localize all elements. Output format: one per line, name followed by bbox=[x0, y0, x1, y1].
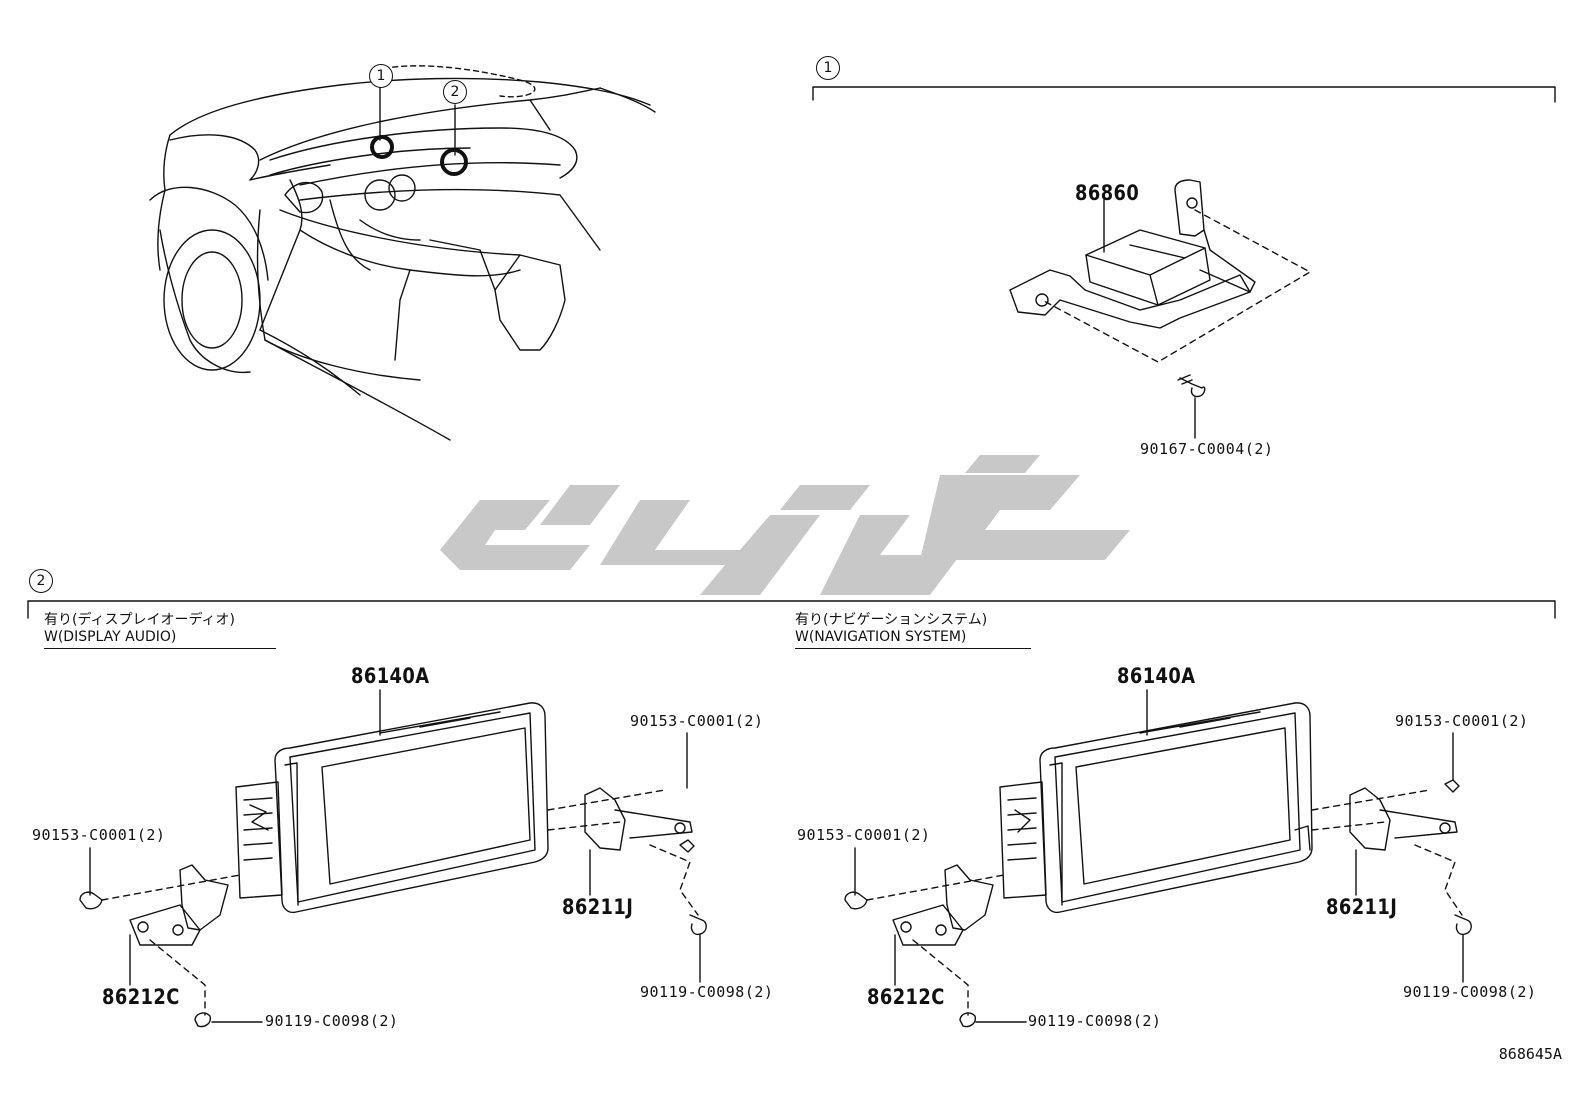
left-part-label-90153-left: 90153-C0001(2) bbox=[32, 826, 166, 844]
right-part-label-90153-right: 90153-C0001(2) bbox=[1395, 712, 1529, 730]
left-part-label-90153-right: 90153-C0001(2) bbox=[630, 712, 764, 730]
variant-navigation: 有り(ナビゲーションシステム) W(NAVIGATION SYSTEM) bbox=[795, 612, 1031, 649]
left-part-label-86212C: 86212C bbox=[102, 985, 180, 1009]
section-one-bracket bbox=[812, 86, 1556, 103]
car-callout-two: 2 bbox=[443, 80, 467, 104]
section-two-bracket bbox=[27, 600, 1556, 619]
left-part-label-90119-right: 90119-C0098(2) bbox=[640, 983, 774, 1001]
left-part-label-86140A: 86140A bbox=[351, 664, 430, 688]
section-one-marker: 1 bbox=[816, 56, 840, 80]
part-label-90167: 90167-C0004(2) bbox=[1140, 440, 1274, 458]
watermark-logo bbox=[440, 455, 1130, 595]
right-display-assembly bbox=[844, 689, 1472, 1028]
right-part-label-86212C: 86212C bbox=[867, 985, 945, 1009]
section-two-marker: 2 bbox=[29, 569, 53, 593]
variant-display-audio: 有り(ディスプレイオーディオ) W(DISPLAY AUDIO) bbox=[44, 612, 276, 649]
variant-navigation-jp: 有り(ナビゲーションシステム) bbox=[795, 612, 988, 628]
variant-navigation-en: W(NAVIGATION SYSTEM) bbox=[795, 629, 1031, 649]
right-part-label-90153-left: 90153-C0001(2) bbox=[797, 826, 931, 844]
part-86860-drawing bbox=[1009, 179, 1311, 439]
variant-display-audio-en: W(DISPLAY AUDIO) bbox=[44, 629, 276, 649]
right-part-label-90119-bottom: 90119-C0098(2) bbox=[1028, 1012, 1162, 1030]
car-callout-one: 1 bbox=[369, 64, 393, 88]
left-part-label-86211J: 86211J bbox=[562, 895, 634, 919]
left-part-label-90119-bottom: 90119-C0098(2) bbox=[265, 1012, 399, 1030]
right-part-label-86140A: 86140A bbox=[1117, 664, 1196, 688]
diagram-code: 868645A bbox=[1498, 1045, 1562, 1063]
variant-display-audio-jp: 有り(ディスプレイオーディオ) bbox=[44, 612, 235, 628]
part-label-86860: 86860 bbox=[1075, 181, 1140, 205]
right-part-label-86211J: 86211J bbox=[1326, 895, 1398, 919]
left-display-assembly bbox=[79, 689, 707, 1028]
car-illustration bbox=[149, 65, 656, 441]
right-part-label-90119-right: 90119-C0098(2) bbox=[1403, 983, 1537, 1001]
